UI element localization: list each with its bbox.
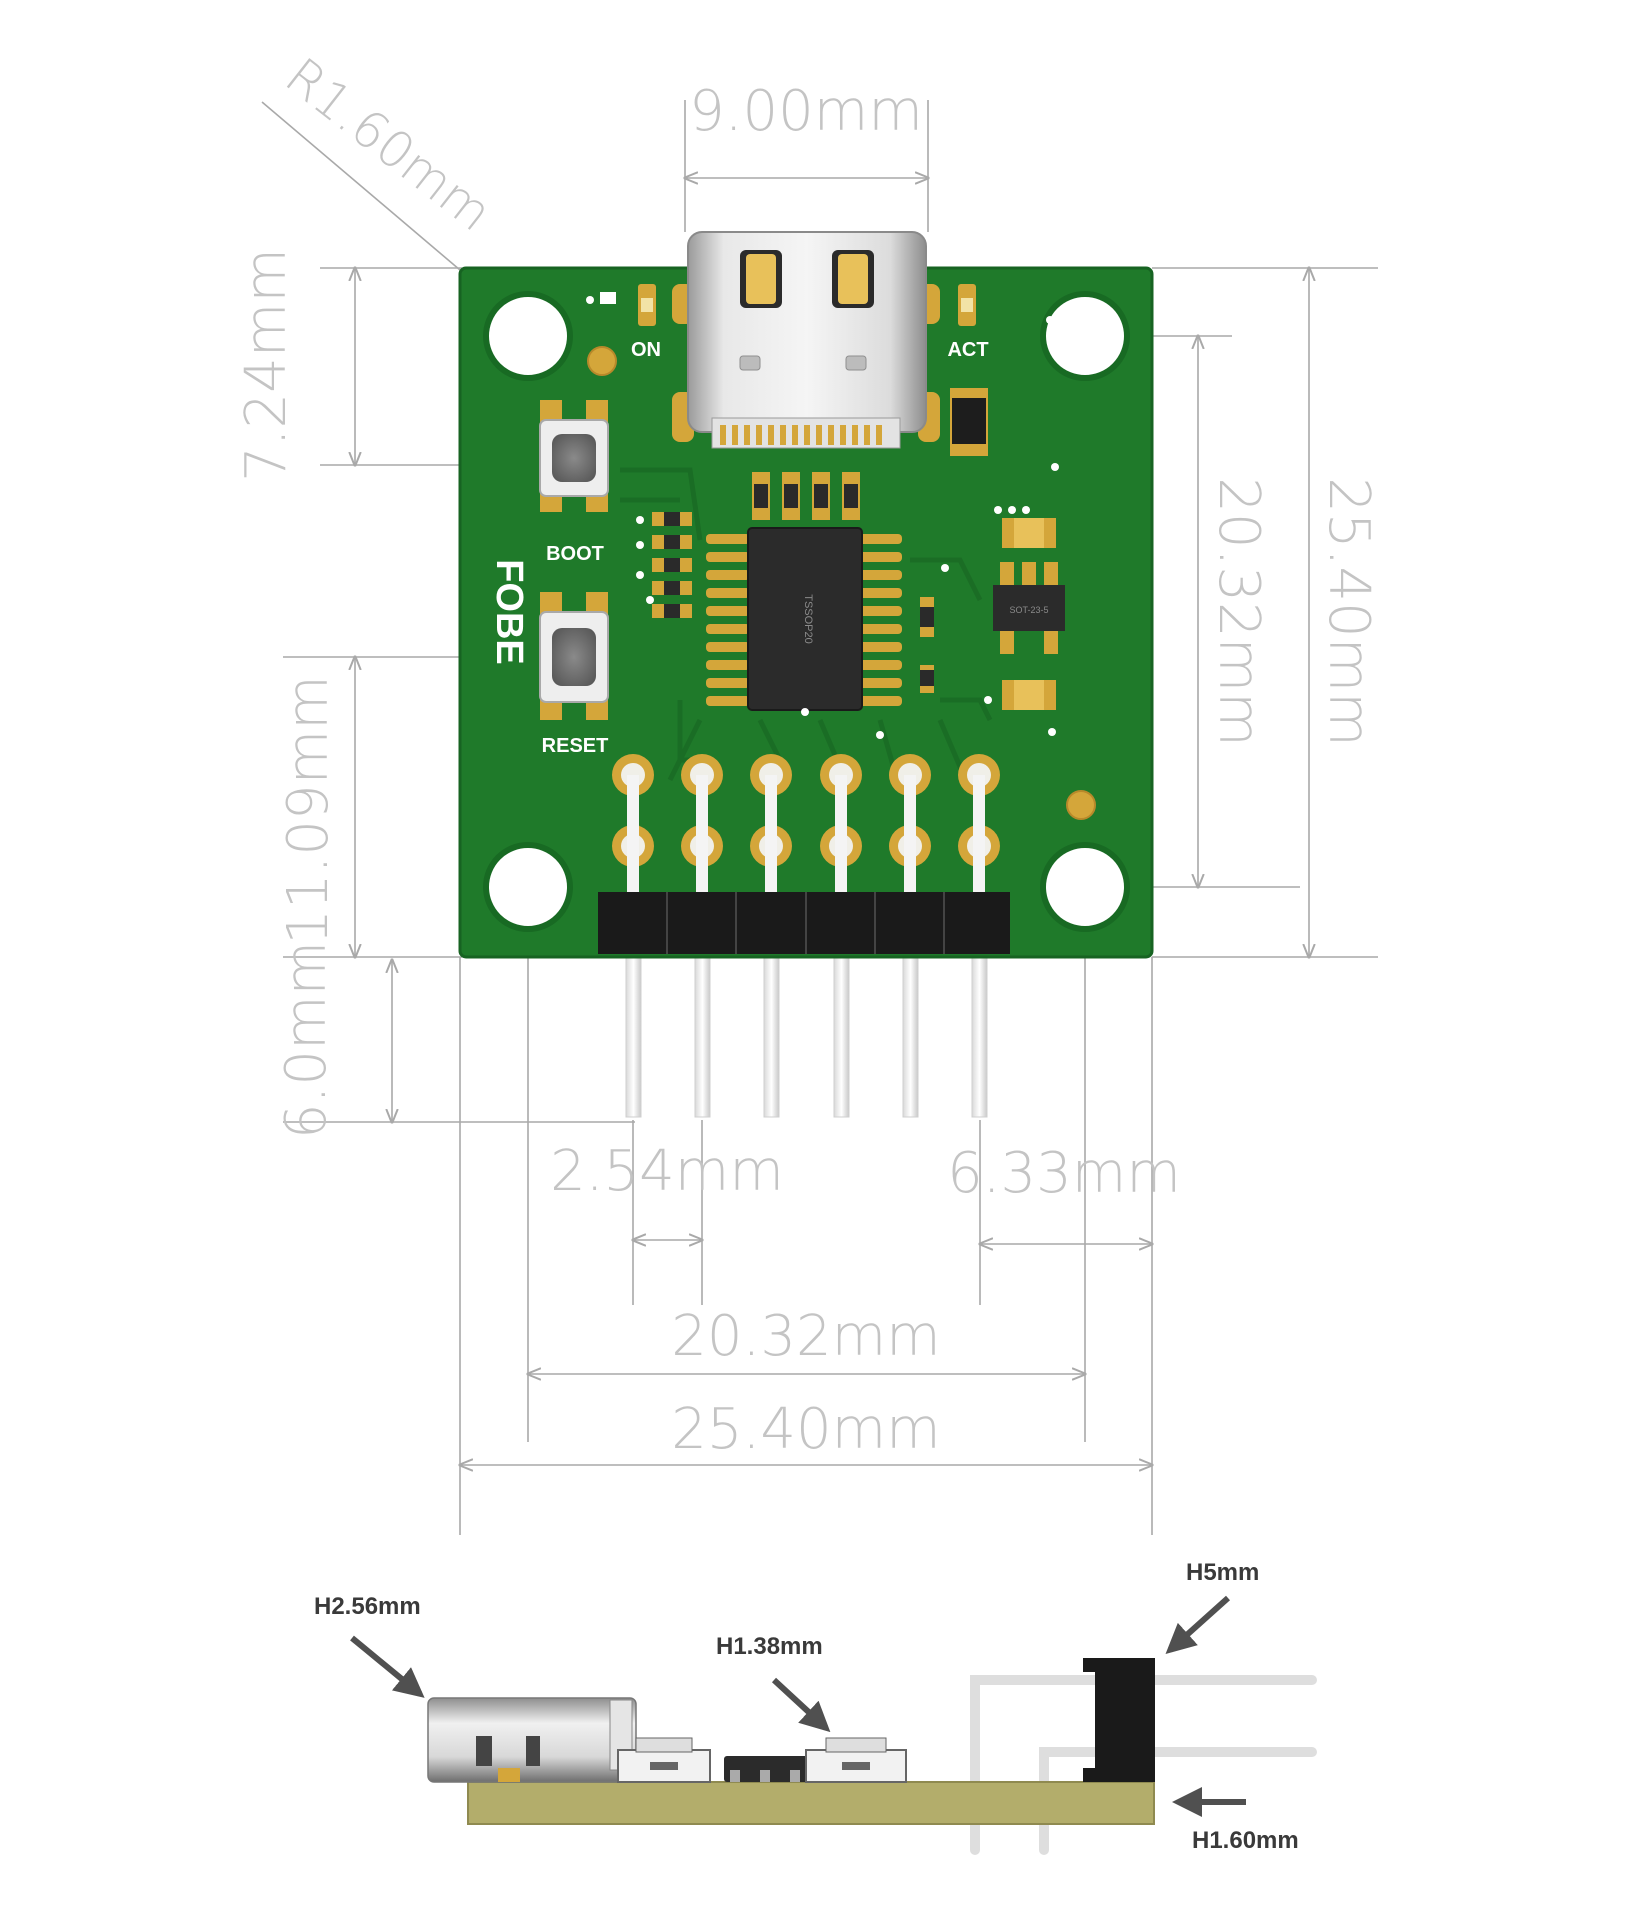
boot-button: BOOT xyxy=(539,400,609,565)
header-pin xyxy=(971,949,988,1118)
on-led-label: ON xyxy=(631,339,661,361)
board-width-label: 25.40mm xyxy=(671,1397,940,1462)
header-pin xyxy=(763,949,780,1118)
dimension-lines xyxy=(261,100,1378,1535)
pin-pitch-label: 2.54mm xyxy=(550,1139,784,1204)
side-button-boot xyxy=(617,1737,711,1783)
resistor-array-top xyxy=(752,472,860,520)
act-led-label: ACT xyxy=(947,339,988,361)
left-middle-label: 11.09mm xyxy=(276,675,341,944)
on-led: ON xyxy=(600,284,661,361)
pin-length-label: 6.0mm xyxy=(274,941,339,1139)
passive-components-right xyxy=(920,518,1056,710)
fobe-logo: FOBE xyxy=(488,559,530,665)
mounting-hole-bottom-right xyxy=(1040,842,1130,932)
sot23-5-regulator: SOT-23-5 xyxy=(993,562,1065,654)
passive-components-left xyxy=(652,512,692,618)
usb-shell xyxy=(687,231,927,433)
mounting-hole-bottom-left xyxy=(483,842,573,932)
button-height-label: H1.38mm xyxy=(716,1633,823,1660)
tssop20-chip: TSSOP20 xyxy=(706,527,902,711)
chip-marking: TSSOP20 xyxy=(802,594,814,644)
boot-button-label: BOOT xyxy=(546,543,604,565)
fiducial-top xyxy=(587,346,617,376)
vias xyxy=(586,296,1059,739)
reset-button: RESET xyxy=(539,592,609,757)
usb-height-arrow xyxy=(350,1635,425,1698)
mounting-hole-top-left xyxy=(483,291,573,381)
usb-detail xyxy=(845,355,867,371)
pin-header-housing xyxy=(598,892,1010,954)
header-pin xyxy=(694,949,711,1118)
usb-detail xyxy=(739,355,761,371)
usb-shield-clip xyxy=(838,254,868,304)
right-outer-label: 25.40mm xyxy=(1316,477,1381,746)
reset-button-label: RESET xyxy=(542,735,609,757)
diode xyxy=(950,388,988,456)
mounting-hole-top-right xyxy=(1040,291,1130,381)
header-height-label: H5mm xyxy=(1186,1559,1259,1586)
hole-spacing-label: 20.32mm xyxy=(671,1304,940,1369)
sot-marking: SOT-23-5 xyxy=(1009,605,1048,615)
header-pin xyxy=(833,949,850,1118)
pcb-thickness-label: H1.60mm xyxy=(1192,1827,1299,1854)
pcb-board: ON ACT BOOT xyxy=(458,231,1154,959)
diode-body xyxy=(952,398,986,444)
reset-button-cap xyxy=(552,628,596,686)
sot-body xyxy=(993,585,1065,631)
act-led: ACT xyxy=(947,284,989,361)
header-pins xyxy=(625,949,988,1118)
usb-pins xyxy=(720,425,882,445)
fiducial-bottom xyxy=(1066,790,1096,820)
side-ic xyxy=(724,1756,808,1782)
usb-shield-clip xyxy=(746,254,776,304)
header-pin xyxy=(625,949,642,1118)
side-header xyxy=(1083,1658,1155,1782)
usb-c-connector xyxy=(672,231,940,449)
button-height-arrow xyxy=(771,1677,831,1733)
right-inner-label: 20.32mm xyxy=(1206,477,1271,746)
left-top-label: 7.24mm xyxy=(234,248,299,482)
right-offset-label: 6.33mm xyxy=(947,1141,1181,1206)
corner-radius-label: R1.60mm xyxy=(275,47,503,243)
header-pin xyxy=(902,949,919,1118)
side-usb-connector xyxy=(427,1697,637,1783)
side-view: H2.56mm H1.38mm H5mm H1.60mm xyxy=(314,1559,1317,1855)
header-height-arrow xyxy=(1165,1595,1231,1655)
side-pcb xyxy=(467,1781,1155,1825)
side-button-reset xyxy=(805,1737,907,1783)
usb-width-label: 9.00mm xyxy=(689,79,923,144)
led-via xyxy=(600,292,616,304)
header-pads xyxy=(612,754,1000,900)
radius-leader-line xyxy=(261,101,461,271)
boot-button-cap xyxy=(552,434,596,482)
usb-height-label: H2.56mm xyxy=(314,1593,421,1620)
